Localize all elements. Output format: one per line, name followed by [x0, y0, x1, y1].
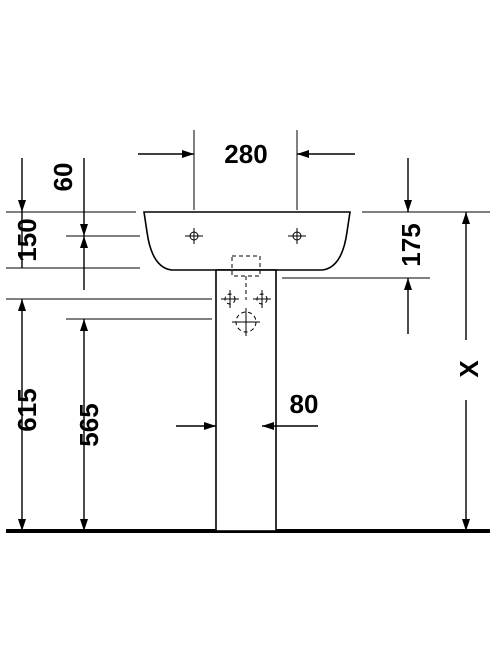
dim-565-label: 565	[74, 403, 104, 446]
dim-x-label: X	[454, 360, 484, 378]
dim-60-label: 60	[48, 163, 78, 192]
dim-pedestal-width-80: 80	[176, 389, 318, 440]
dim-175-label: 175	[396, 223, 426, 266]
tap-hole-left-icon	[185, 228, 203, 244]
water-connection-left-icon	[221, 290, 239, 308]
dim-rim-offset-60: 60	[18, 158, 88, 236]
waste-outlet-icon	[232, 308, 260, 336]
dim-80-label: 80	[290, 389, 319, 419]
dim-150-label: 150	[12, 218, 42, 261]
dim-outlet-height-615: 615	[12, 299, 42, 531]
dim-outlet-drop-175: 175	[396, 158, 426, 334]
dim-basin-depth-150: 150	[12, 212, 88, 290]
tap-hole-right-icon	[288, 228, 306, 244]
basin-outline	[143, 211, 351, 271]
dim-width-280: 280	[138, 130, 355, 210]
drain-hidden-outline	[231, 255, 261, 277]
dim-615-label: 615	[12, 388, 42, 431]
dim-rim-height-x: X	[454, 212, 484, 531]
water-connection-right-icon	[253, 290, 271, 308]
dim-280-label: 280	[224, 139, 267, 169]
dim-trap-height-565: 565	[74, 319, 104, 531]
